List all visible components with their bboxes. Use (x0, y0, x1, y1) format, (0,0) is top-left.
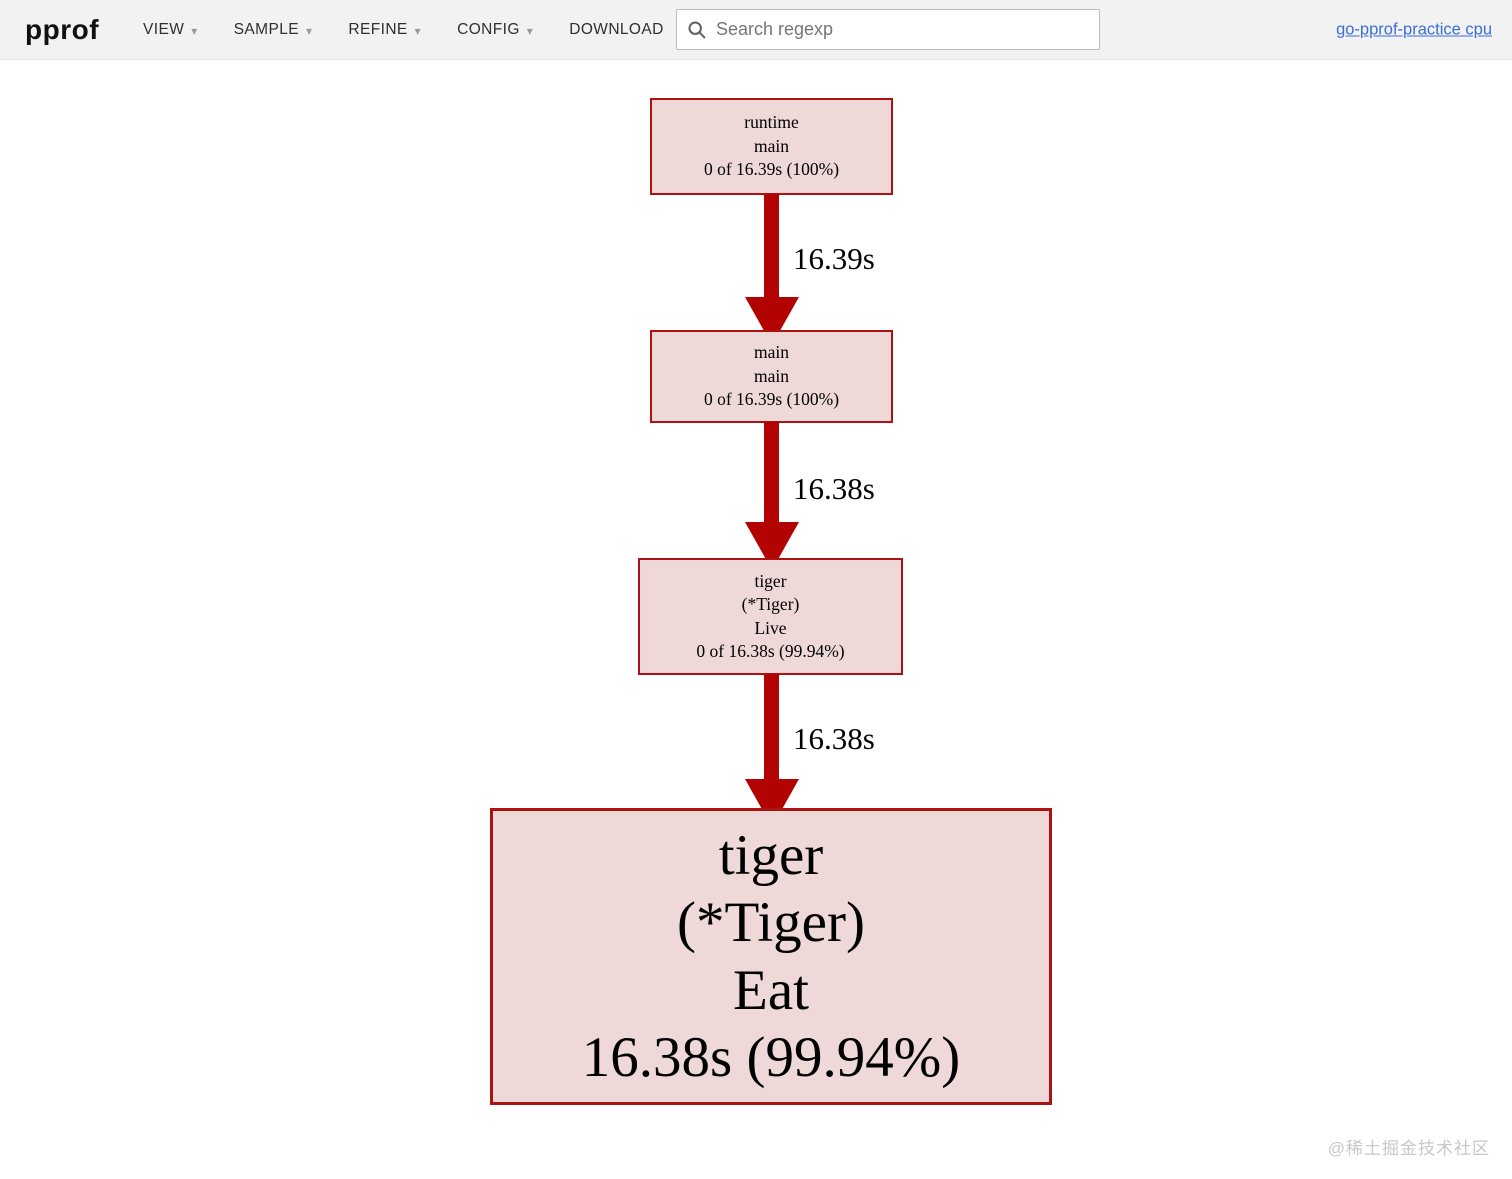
menu-download-label: DOWNLOAD (569, 20, 664, 38)
chevron-down-icon: ▾ (305, 23, 313, 38)
search-input[interactable] (716, 19, 1089, 40)
node-line: 0 of 16.39s (100%) (703, 389, 840, 410)
node-line: (*Tiger) (677, 891, 865, 954)
toolbar: pprof VIEW ▾ SAMPLE ▾ REFINE ▾ CONFIG ▾ … (0, 0, 1512, 60)
main-menu: VIEW ▾ SAMPLE ▾ REFINE ▾ CONFIG ▾ DOWNLO… (113, 13, 670, 47)
menu-view[interactable]: VIEW ▾ (137, 13, 204, 47)
menu-refine[interactable]: REFINE ▾ (342, 13, 427, 47)
node-line: (*Tiger) (741, 594, 800, 614)
node-line: 0 of 16.38s (99.94%) (696, 641, 845, 661)
edge-arrow-shaft (764, 422, 779, 522)
search-box (676, 9, 1100, 50)
search-icon (688, 21, 706, 38)
node-line: runtime (744, 112, 799, 133)
edge-weight-label: 16.38s (793, 471, 875, 506)
node-line: tiger (754, 570, 787, 591)
profile-link[interactable]: go-pprof-practice cpu (1336, 20, 1492, 38)
edge-weight-label: 16.39s (793, 241, 875, 276)
node-line: main (754, 135, 789, 156)
graph-node-main-main[interactable]: main main 0 of 16.39s (100%) (650, 330, 893, 423)
menu-config-label: CONFIG (457, 20, 520, 38)
menu-view-label: VIEW (143, 20, 185, 38)
watermark: @稀土掘金技术社区 (1327, 1139, 1490, 1158)
pprof-logo: pprof (25, 13, 100, 45)
graph-node-runtime-main[interactable]: runtime main 0 of 16.39s (100%) (650, 98, 893, 195)
node-line: tiger (718, 823, 824, 887)
graph-node-tiger-live[interactable]: tiger (*Tiger) Live 0 of 16.38s (99.94%) (638, 558, 903, 675)
node-line: main (754, 365, 789, 386)
chevron-down-icon: ▾ (414, 23, 422, 38)
menu-sample[interactable]: SAMPLE ▾ (228, 13, 319, 47)
node-line: Live (754, 617, 787, 638)
menu-sample-label: SAMPLE (233, 20, 299, 38)
chevron-down-icon: ▾ (526, 23, 534, 38)
menu-download[interactable]: DOWNLOAD (563, 13, 669, 47)
node-line: 16.38s (99.94%) (581, 1026, 961, 1089)
edge-arrow-shaft (764, 674, 779, 779)
node-line: 0 of 16.39s (100%) (703, 159, 840, 180)
node-line: main (754, 342, 789, 363)
edge-weight-label: 16.38s (793, 721, 875, 756)
graph-node-tiger-eat[interactable]: tiger (*Tiger) Eat 16.38s (99.94%) (490, 808, 1052, 1105)
edge-arrow-shaft (764, 194, 779, 297)
menu-config[interactable]: CONFIG ▾ (451, 13, 539, 47)
node-line: Eat (733, 958, 809, 1022)
menu-refine-label: REFINE (348, 20, 408, 38)
chevron-down-icon: ▾ (191, 23, 198, 38)
